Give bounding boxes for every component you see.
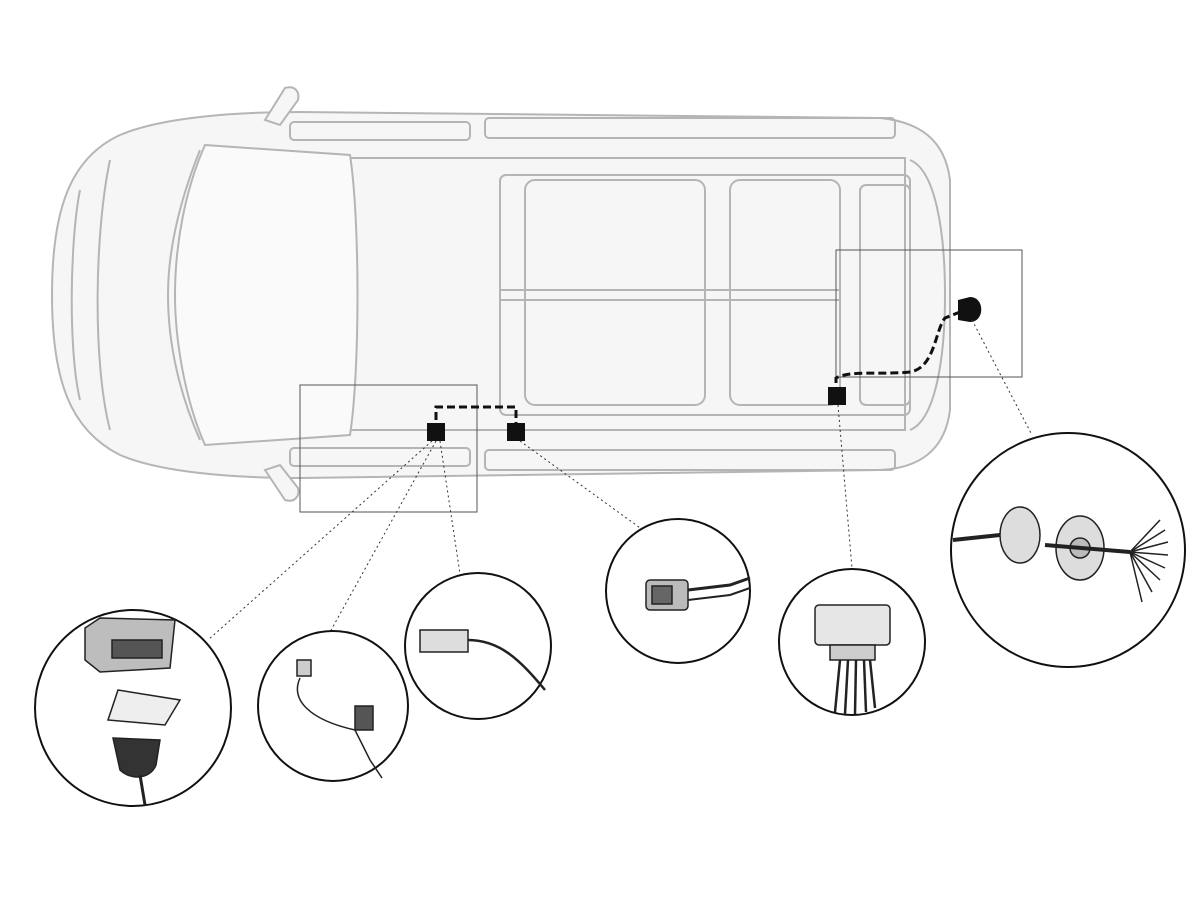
small-connector-icon bbox=[296, 659, 383, 779]
socket-harness-icon bbox=[952, 506, 1169, 603]
connector-marker bbox=[828, 387, 846, 405]
callout-lines bbox=[207, 319, 1033, 641]
control-module-icon bbox=[84, 617, 182, 806]
plug-connector-icon bbox=[419, 629, 546, 691]
multi-pin-connector-icon bbox=[645, 576, 751, 611]
socket-marker bbox=[958, 297, 982, 322]
connector-markers bbox=[427, 297, 982, 441]
van-top-view bbox=[50, 86, 951, 502]
connector-marker bbox=[427, 423, 445, 441]
wiring-harness bbox=[434, 308, 966, 432]
connector-marker bbox=[507, 423, 525, 441]
detail-frames bbox=[299, 249, 1023, 513]
detail-circles bbox=[34, 432, 1186, 807]
wide-connector-icon bbox=[814, 604, 891, 715]
